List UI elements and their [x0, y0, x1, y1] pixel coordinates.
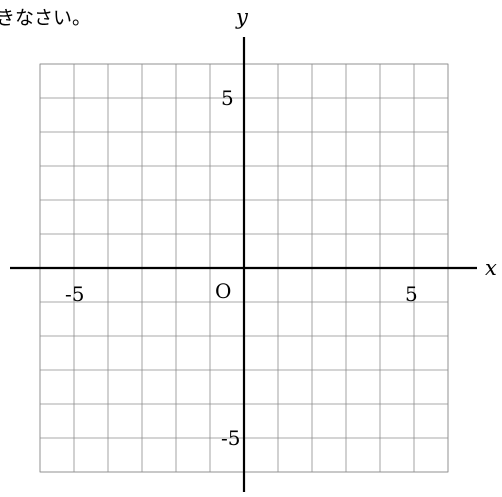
axes — [10, 37, 477, 492]
y-tick-label: -5 — [221, 426, 240, 450]
axis-labels: x yO -5 5 5 -5 — [65, 5, 497, 450]
x-tick-label: 5 — [405, 282, 418, 306]
x-tick-label: -5 — [65, 282, 84, 306]
x-axis-label: x — [485, 256, 497, 280]
problem-caption: きなさい。 — [0, 7, 91, 29]
origin-label: O — [215, 279, 231, 303]
y-tick-label: 5 — [221, 86, 234, 110]
y-axis-label: y — [235, 5, 249, 29]
